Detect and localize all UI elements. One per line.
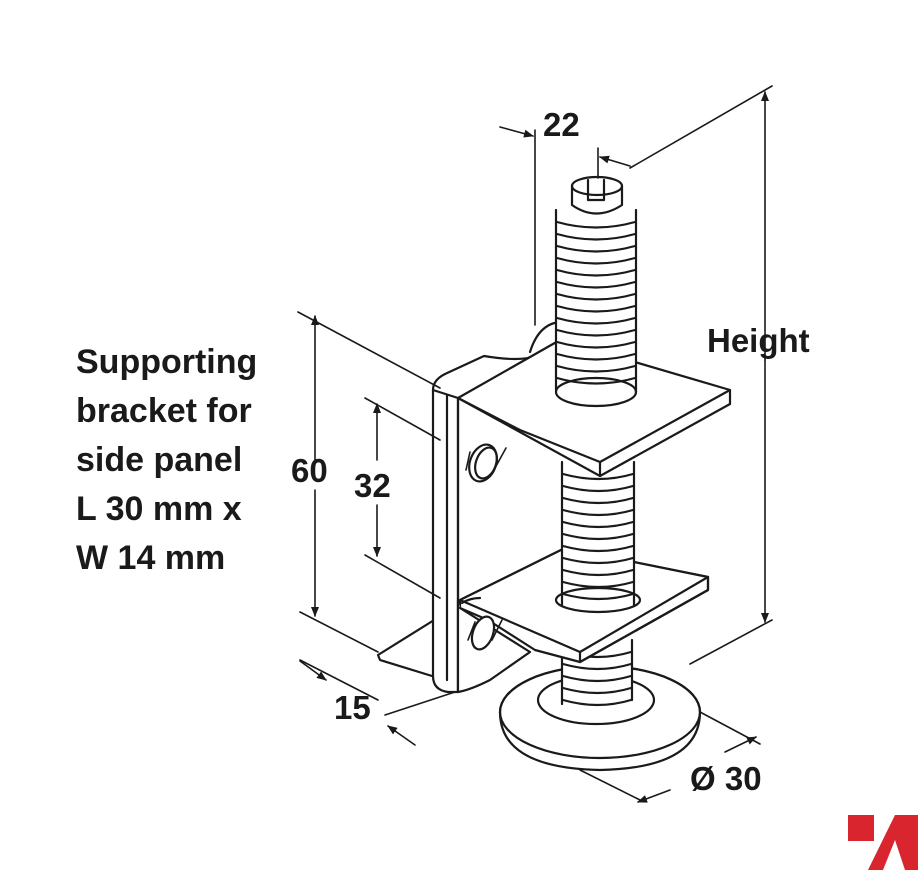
hole-spacing-label: 32	[354, 467, 391, 504]
lower-bracket-plate	[376, 546, 710, 678]
brand-logo-icon	[848, 815, 918, 870]
flange-width-label: 15	[334, 689, 371, 726]
foot-disc	[498, 664, 702, 772]
description-line: L 30 mm x	[76, 490, 242, 528]
middle-thread	[554, 458, 642, 614]
upper-thread	[554, 175, 638, 408]
description-line: Supporting	[76, 343, 258, 381]
bracket-height-label: 60	[291, 452, 328, 489]
description-line: side panel	[76, 441, 243, 479]
dimension-arrows	[299, 91, 769, 803]
description-line: W 14 mm	[76, 539, 226, 577]
bracket-description: Supporting bracket for side panel L 30 m…	[76, 338, 257, 583]
description-line: bracket for	[76, 392, 252, 430]
foot-diameter-label: Ø 30	[690, 760, 762, 797]
thread-diameter-label: 22	[543, 106, 580, 143]
height-label: Height	[707, 322, 810, 359]
